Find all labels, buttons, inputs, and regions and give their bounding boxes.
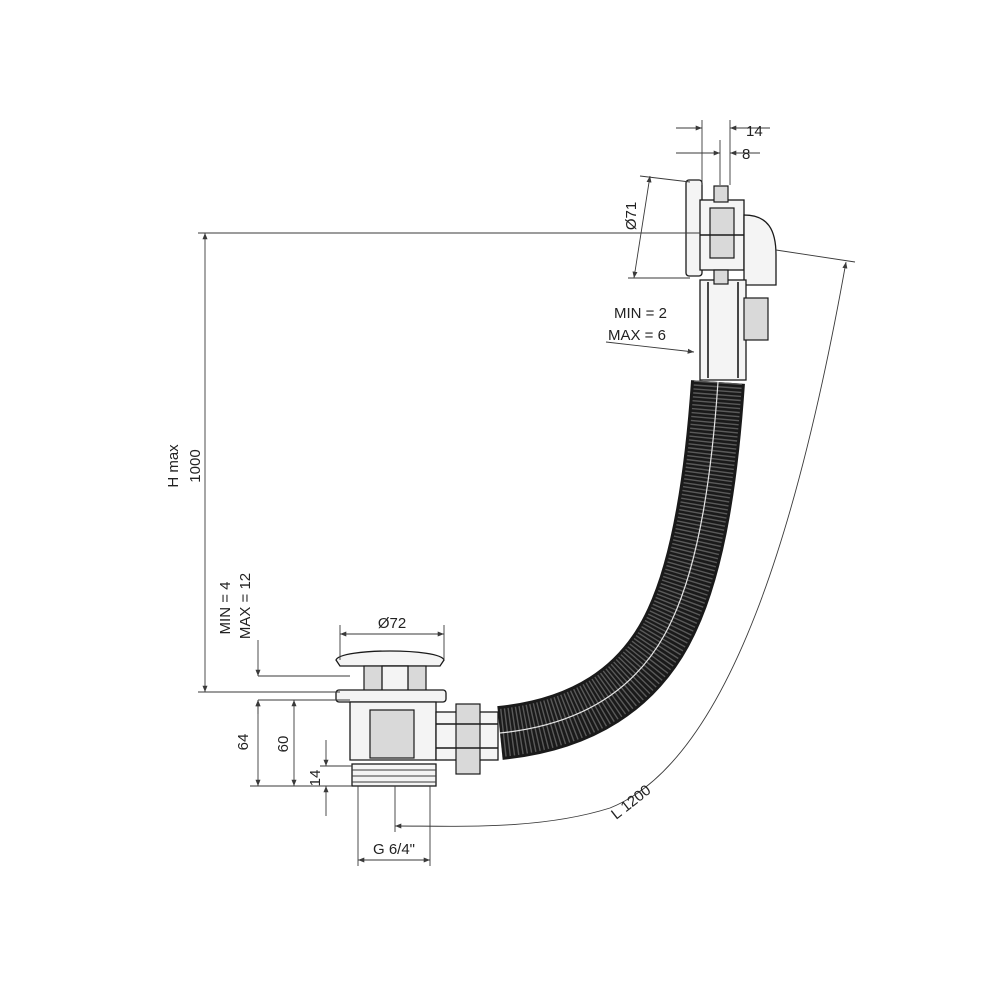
- overflow-assembly: [685, 179, 777, 381]
- overflow-min-label: MIN = 2: [614, 305, 667, 322]
- dim-14-bottom-label: 14: [307, 770, 324, 787]
- dim-d72-label: Ø72: [378, 615, 406, 632]
- dim-64-label: 64: [235, 734, 252, 751]
- dim-60-label: 60: [275, 736, 292, 753]
- h-1000-label: 1000: [187, 449, 204, 482]
- dim-d71-label: Ø71: [623, 202, 640, 230]
- drain-max-label: MAX = 12: [237, 573, 254, 639]
- dimension-lines: [198, 120, 856, 866]
- drain-min-label: MIN = 4: [217, 582, 234, 635]
- thread-label: G 6/4": [373, 841, 415, 858]
- length-label: L 1200: [608, 782, 654, 823]
- dim-8-top-label: 8: [742, 146, 750, 163]
- corrugated-hose: [496, 380, 745, 760]
- dim-14-top-label: 14: [746, 123, 763, 140]
- overflow-max-label: MAX = 6: [608, 327, 666, 344]
- drain-assembly: [335, 650, 499, 787]
- h-max-label: H max: [165, 444, 182, 488]
